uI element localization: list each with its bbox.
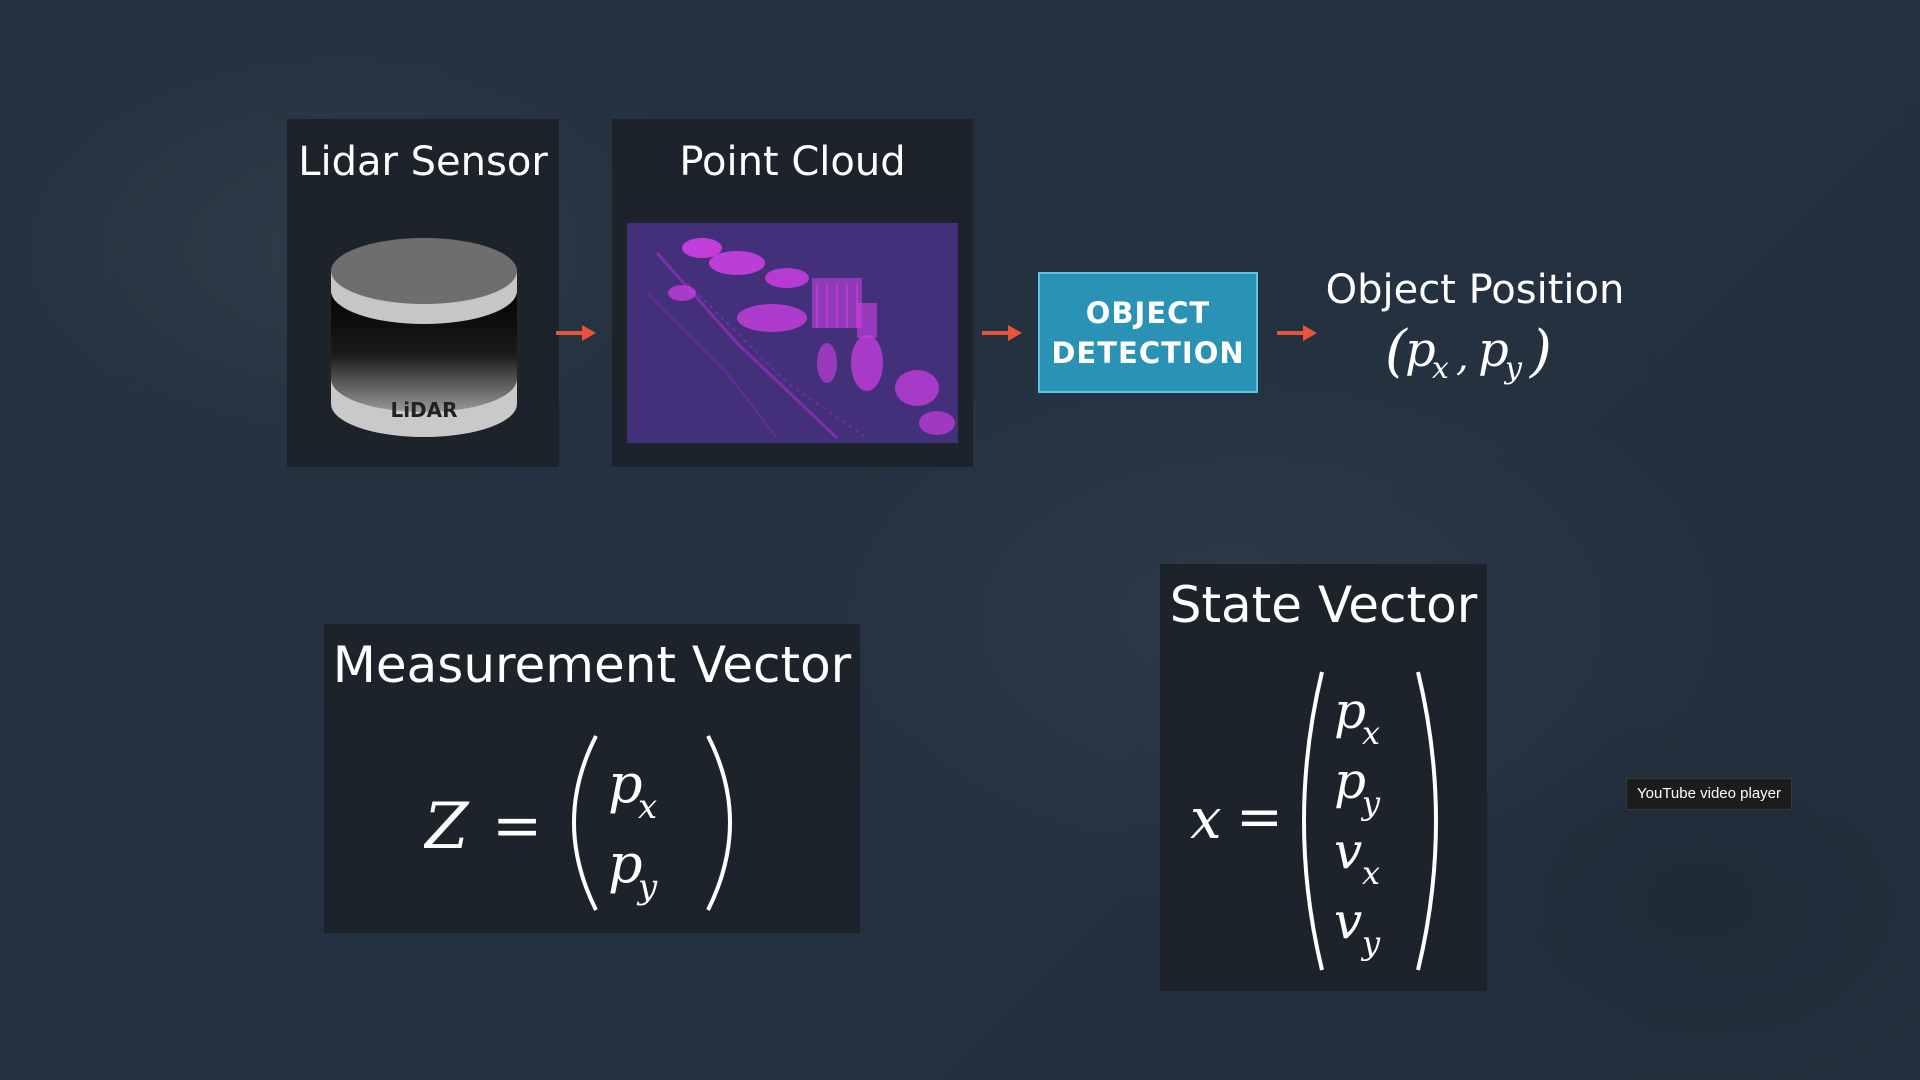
measurement-vector-panel: Measurement Vector Z = p x p y <box>324 624 860 933</box>
lidar-sensor-panel: Lidar Sensor LiDAR <box>287 119 559 467</box>
point-cloud-image <box>627 223 958 443</box>
svg-text:p: p <box>608 752 643 815</box>
object-position-formula: ( p x , p y ) <box>1385 319 1552 386</box>
lidar-icon: LiDAR <box>331 238 517 437</box>
lidar-sensor-title: Lidar Sensor <box>298 139 548 185</box>
object-position-title: Object Position <box>1325 267 1625 313</box>
svg-text:): ) <box>1529 319 1552 384</box>
state-lhs: x <box>1190 787 1222 852</box>
measurement-vector-title: Measurement Vector <box>332 636 852 694</box>
youtube-player-tooltip: YouTube video player <box>1626 778 1792 810</box>
svg-text:p: p <box>1405 322 1436 378</box>
object-detection-box: OBJECT DETECTION <box>1038 272 1258 393</box>
svg-text:x: x <box>1362 714 1380 752</box>
svg-text:x: x <box>1432 351 1449 386</box>
measurement-equals: = <box>492 791 542 861</box>
svg-text:v: v <box>1334 892 1362 950</box>
state-vector-panel: State Vector x = p x p y v x v y <box>1160 564 1487 991</box>
svg-text:y: y <box>1360 784 1381 822</box>
svg-text:,: , <box>1456 334 1469 380</box>
state-vector-title: State Vector <box>1169 576 1478 634</box>
arrow-right-icon <box>556 325 596 341</box>
state-vector-formula: x = p x p y v x v y <box>1190 671 1438 971</box>
point-cloud-title: Point Cloud <box>679 139 906 185</box>
object-detection-line2: DETECTION <box>1051 335 1245 370</box>
svg-text:x: x <box>1362 854 1380 892</box>
arrow-right-icon <box>1277 325 1317 341</box>
svg-text:p: p <box>1334 682 1366 740</box>
arrow-right-icon <box>982 325 1022 341</box>
object-detection-line1: OBJECT <box>1085 295 1211 330</box>
state-equals: = <box>1236 785 1283 850</box>
svg-text:p: p <box>1334 752 1366 810</box>
svg-text:p: p <box>608 832 643 895</box>
measurement-vector-formula: Z = p x p y <box>424 735 732 911</box>
svg-text:(: ( <box>1385 319 1408 384</box>
svg-text:v: v <box>1334 822 1362 880</box>
svg-text:p: p <box>1478 322 1509 378</box>
measurement-lhs: Z <box>424 790 470 864</box>
point-cloud-panel: Point Cloud <box>612 119 973 467</box>
svg-text:y: y <box>1360 924 1381 962</box>
svg-text:y: y <box>636 867 658 907</box>
svg-text:x: x <box>638 787 657 827</box>
svg-text:y: y <box>1503 351 1523 386</box>
lidar-device-label: LiDAR <box>390 398 457 422</box>
